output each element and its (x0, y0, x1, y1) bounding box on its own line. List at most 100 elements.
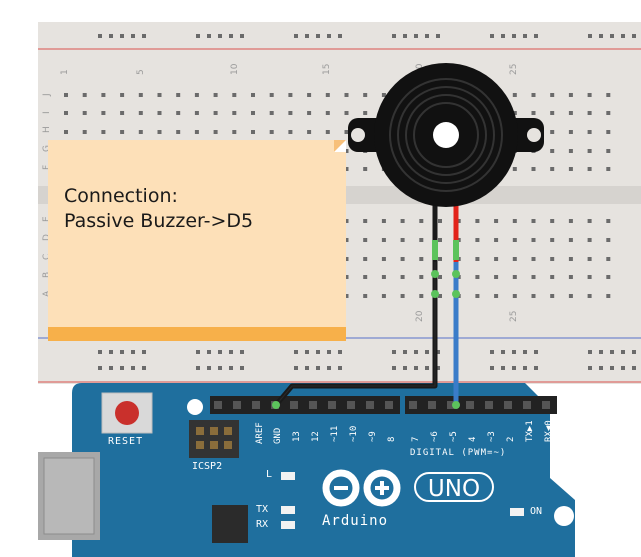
breadboard-hole (568, 238, 573, 242)
icsp-pin (196, 441, 204, 449)
power-rail-hole (632, 366, 636, 370)
breadboard-hole (288, 130, 293, 134)
row-letter-h: H (42, 126, 52, 133)
breadboard-hole (587, 219, 592, 223)
power-rail-hole (392, 350, 396, 354)
row-letter-g: G (42, 145, 52, 152)
breadboard-hole (606, 93, 611, 97)
breadboard-hole (232, 111, 237, 115)
power-rail-hole (501, 366, 505, 370)
breadboard-hole (400, 219, 405, 223)
power-rail-hole (490, 34, 494, 38)
power-rail-hole (305, 366, 309, 370)
power-rail-hole (610, 350, 614, 354)
breadboard-hole (531, 111, 536, 115)
breadboard-hole (176, 111, 181, 115)
column-number-10: 10 (230, 63, 240, 75)
icsp-label: ICSP2 (192, 461, 223, 472)
breadboard-hole (587, 294, 592, 298)
breadboard-hole (494, 257, 499, 261)
breadboard-hole (138, 111, 143, 115)
power-rail-hole (196, 34, 200, 38)
column-number-25: 25 (509, 64, 519, 75)
breadboard-hole (269, 130, 274, 134)
breadboard-hole (325, 130, 330, 134)
header-pin (328, 401, 336, 409)
power-rail-hole (414, 366, 418, 370)
breadboard-hole (363, 167, 368, 171)
note-fold-corner (334, 140, 346, 152)
pin-label: ~10 (349, 426, 359, 442)
note-line-1: Connection: (64, 185, 178, 207)
reset-button[interactable] (115, 401, 139, 425)
power-rail-hole (436, 34, 440, 38)
pin-label: TX▶1 (525, 420, 535, 442)
on-label: ON (530, 506, 543, 517)
breadboard-hole (325, 93, 330, 97)
connection-note[interactable]: Connection: Passive Buzzer->D5 (48, 140, 346, 341)
mounting-hole (187, 399, 203, 415)
header-pin (485, 401, 493, 409)
breadboard-hole (550, 275, 555, 279)
breadboard-hole (550, 111, 555, 115)
breadboard-hole (82, 111, 87, 115)
breadboard-hole (568, 167, 573, 171)
breadboard-hole (550, 93, 555, 97)
breadboard-hole (363, 219, 368, 223)
power-rail-hole (523, 34, 527, 38)
power-rail-hole (414, 34, 418, 38)
breadboard-hole (438, 219, 442, 223)
power-rail-hole (218, 366, 222, 370)
breadboard-hole (101, 130, 106, 134)
power-rail-hole (98, 366, 102, 370)
power-rail-hole (316, 350, 320, 354)
power-rail-hole (392, 366, 396, 370)
power-rail-hole (229, 34, 233, 38)
breadboard-hole (82, 130, 87, 134)
digital-label: DIGITAL (PWM=~) (410, 448, 507, 458)
icsp-pin (196, 427, 204, 435)
power-rail-hole (218, 350, 222, 354)
header-pin (347, 401, 355, 409)
breadboard-hole (157, 93, 162, 97)
power-rail-hole (490, 350, 494, 354)
breadboard-hole (606, 275, 611, 279)
power-rail-hole (436, 366, 440, 370)
power-rail-hole (240, 350, 244, 354)
breadboard-hole (64, 93, 68, 97)
breadboard-hole (269, 93, 274, 97)
header-pin (385, 401, 393, 409)
breadboard-hole (568, 275, 573, 279)
breadboard-hole (363, 257, 368, 261)
breadboard-hole (512, 294, 517, 298)
breadboard-hole (344, 275, 349, 279)
passive-buzzer (348, 63, 544, 207)
breadboard-hole (512, 238, 517, 242)
power-rail-hole (534, 350, 538, 354)
breadboard-hole (456, 275, 461, 279)
breadboard-hole (176, 93, 181, 97)
breadboard-hole (138, 130, 143, 134)
power-rail-hole (632, 34, 636, 38)
breadboard-hole (269, 111, 274, 115)
breadboard-hole (568, 93, 573, 97)
icsp-pin (210, 427, 218, 435)
breadboard-hole (325, 111, 330, 115)
bottom-power-rail-holes (98, 350, 636, 370)
power-rail-hole (131, 350, 135, 354)
icsp-pin (224, 441, 232, 449)
power-rail-hole (621, 350, 625, 354)
pin-label: ~3 (487, 431, 497, 442)
breadboard-hole (494, 238, 499, 242)
breadboard-hole (381, 275, 386, 279)
power-rail-hole (316, 34, 320, 38)
breadboard-hole (531, 257, 536, 261)
power-rail-hole (523, 366, 527, 370)
tx-label: TX (256, 504, 269, 515)
header-pins (214, 401, 550, 409)
header-pin (447, 401, 455, 409)
breadboard-hole (381, 294, 386, 298)
power-rail-hole (142, 350, 146, 354)
breadboard-hole (344, 93, 349, 97)
